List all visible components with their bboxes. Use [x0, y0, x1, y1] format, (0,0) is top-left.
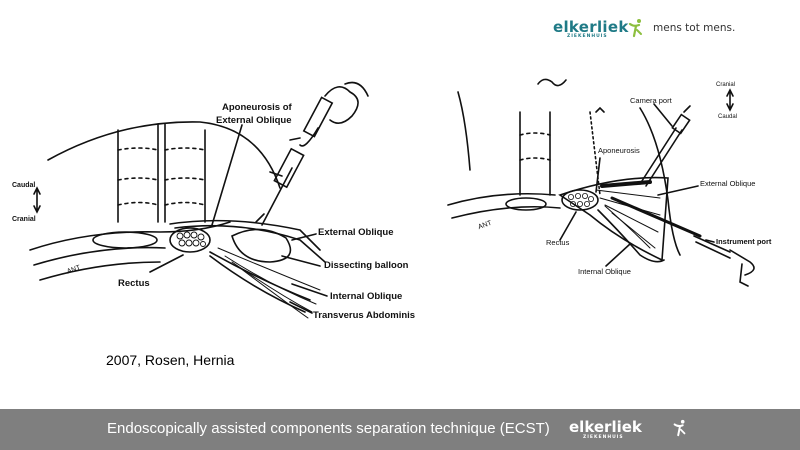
- dissecting-balloon-label: Dissecting balloon: [324, 260, 409, 271]
- left-figure-drawing: ANT: [29, 81, 369, 319]
- brand-tagline: mens tot mens.: [653, 22, 736, 34]
- right-rectus-label: Rectus: [546, 238, 570, 247]
- brand-figure-icon: [628, 19, 642, 38]
- instrument-port-label: Instrument port: [716, 237, 772, 246]
- right-signature: ANT: [477, 220, 493, 232]
- aponeurosis-label-2: External Oblique: [216, 115, 292, 126]
- camera-port-label: Camera port: [630, 96, 673, 105]
- footer-brand-subtitle: ZIEKENHUIS: [583, 435, 624, 440]
- right-external-oblique-label: External Oblique: [700, 179, 755, 188]
- citation: 2007, Rosen, Hernia: [106, 352, 235, 368]
- right-cranial-label: Cranial: [716, 82, 735, 88]
- aponeurosis-label: Aponeurosis of: [222, 102, 293, 113]
- rectus-label: Rectus: [118, 278, 150, 289]
- brand-subtitle: ZIEKENHUIS: [567, 34, 608, 39]
- left-signature: ANT: [66, 264, 82, 276]
- anatomy-figure: ANT: [12, 78, 772, 321]
- footer-brand-name: elkerliek: [569, 418, 642, 436]
- right-aponeurosis-label: Aponeurosis: [598, 146, 640, 155]
- left-caudal-label: Caudal: [12, 182, 35, 189]
- right-caudal-label: Caudal: [718, 114, 737, 120]
- transversus-label: Transverus Abdominis: [313, 310, 415, 321]
- footer-figure-icon: [673, 419, 686, 437]
- internal-oblique-label: Internal Oblique: [330, 291, 402, 302]
- footer-brand-logo: elkerliek ZIEKENHUIS: [569, 418, 689, 444]
- brand-name: elkerliek: [553, 18, 629, 36]
- left-cranial-label: Cranial: [12, 216, 36, 223]
- right-figure-drawing: ANT: [447, 78, 755, 287]
- slide-title: Endoscopically assisted components separ…: [107, 420, 550, 437]
- footer-bar: Endoscopically assisted components separ…: [0, 409, 800, 450]
- external-oblique-label: External Oblique: [318, 227, 394, 238]
- right-internal-oblique-label: Internal Oblique: [578, 267, 631, 276]
